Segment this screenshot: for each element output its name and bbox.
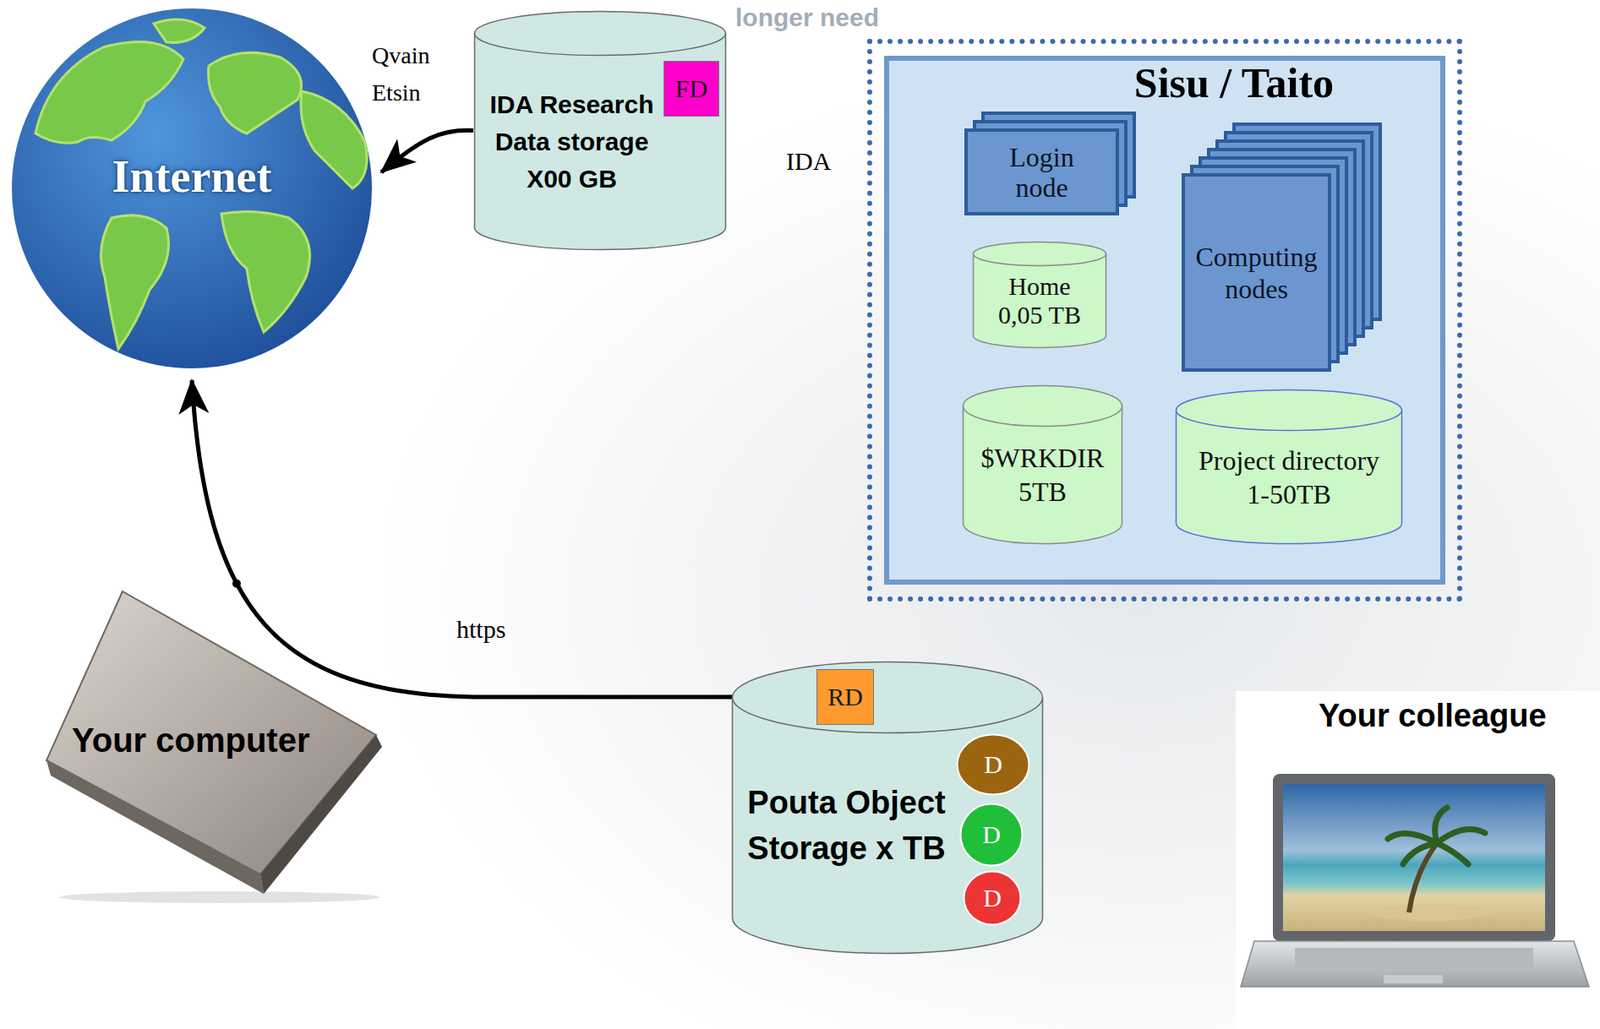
disk-cylinder: Home 0,05 TB [972, 240, 1108, 350]
continent [101, 215, 170, 350]
continent [153, 19, 205, 43]
object-storage-cylinder: Pouta Object Storage x TB RD D D D [731, 660, 1044, 956]
laptop-lid [46, 591, 377, 875]
cylinder-body [475, 33, 727, 251]
service-label: Qvain [371, 42, 430, 70]
island [1370, 904, 1490, 922]
cylinder-body [973, 254, 1107, 349]
data-dot: D [962, 870, 1022, 927]
node-label: Login node [991, 141, 1093, 203]
white-panel [1235, 691, 1600, 1029]
edge-label: https [456, 615, 506, 645]
continent [35, 42, 184, 144]
front-sheet [966, 130, 1118, 214]
laptop-node: Your computer [33, 583, 398, 905]
data-dot: D [955, 733, 1031, 797]
circle-fill [957, 735, 1030, 796]
laptop-node: Your colleague [1235, 691, 1600, 1029]
globe-sea [11, 8, 372, 369]
laptop-drawing [1235, 691, 1600, 1029]
node-label: Project directory 1-50TB [1187, 443, 1391, 512]
service-label: Etsin [371, 79, 421, 107]
laptop-base [1240, 941, 1590, 988]
cylinder-top [1176, 390, 1403, 432]
storage-cylinder: IDA Research Data storage X00 GB FD [473, 10, 727, 252]
front-sheet [1183, 174, 1330, 371]
tag-box: RD [816, 669, 874, 726]
palm-leaf [1387, 834, 1437, 844]
watermark-text: longer need [735, 3, 880, 33]
screen-bezel [1272, 774, 1556, 942]
node-label: Your computer [71, 720, 311, 760]
compute-nodes-box: Computing nodes [1181, 122, 1382, 372]
node-label: RD [827, 682, 863, 713]
connection-label: IDA [786, 147, 831, 176]
cluster-frame: Sisu / TaitoLogin nodeHome 0,05 TB $WRKDI… [867, 38, 1463, 602]
login-node-box: Login node [964, 111, 1136, 216]
tag-box: FD [663, 60, 720, 117]
palm-leaf [1435, 808, 1448, 844]
continent [221, 211, 311, 333]
connector-arrow [191, 380, 817, 698]
data-dot: D [959, 802, 1024, 868]
cylinder-top [475, 11, 727, 56]
box-fill [817, 670, 874, 726]
line-dot [232, 579, 241, 589]
laptop-shadow [59, 891, 381, 904]
node-label: $WRKDIR 5TB [970, 441, 1115, 509]
node-label: Your colleague [1318, 698, 1547, 736]
node-label: D [982, 820, 1001, 851]
cylinder-top [963, 386, 1123, 427]
keyboard [1294, 948, 1534, 973]
globe-node: Internet [10, 6, 374, 371]
disk-cylinder: $WRKDIR 5TB [961, 384, 1124, 546]
cluster-title: Sisu / Taito [1134, 59, 1334, 109]
screen-image [1283, 784, 1546, 932]
node-label: FD [675, 74, 708, 104]
node-label: Internet [112, 150, 273, 203]
continent [208, 52, 302, 134]
node-label: IDA Research Data storage X00 GB [480, 86, 664, 198]
node-label: D [983, 750, 1003, 781]
palm-leaf [1436, 830, 1486, 844]
circle-fill [964, 872, 1022, 926]
cylinder-top [973, 242, 1107, 267]
touchpad [1383, 975, 1443, 984]
continents [35, 19, 367, 350]
node-label: D [982, 884, 1002, 914]
laptop-base [46, 760, 264, 895]
continent [300, 91, 367, 189]
cylinder-top [732, 662, 1044, 734]
laptop-base [260, 735, 383, 895]
disk-cylinder: Project directory 1-50TB [1174, 388, 1404, 546]
circle-fill [961, 804, 1023, 867]
palm-leaf [1403, 843, 1437, 865]
palm-leaf [1436, 843, 1469, 865]
cylinder-body [732, 698, 1044, 955]
connector-arrow [381, 130, 474, 173]
node-label: Computing nodes [1186, 240, 1327, 306]
box-fill [664, 61, 720, 117]
node-label: Home 0,05 TB [987, 272, 1093, 330]
node-label: Pouta Object Storage x TB [737, 780, 956, 872]
